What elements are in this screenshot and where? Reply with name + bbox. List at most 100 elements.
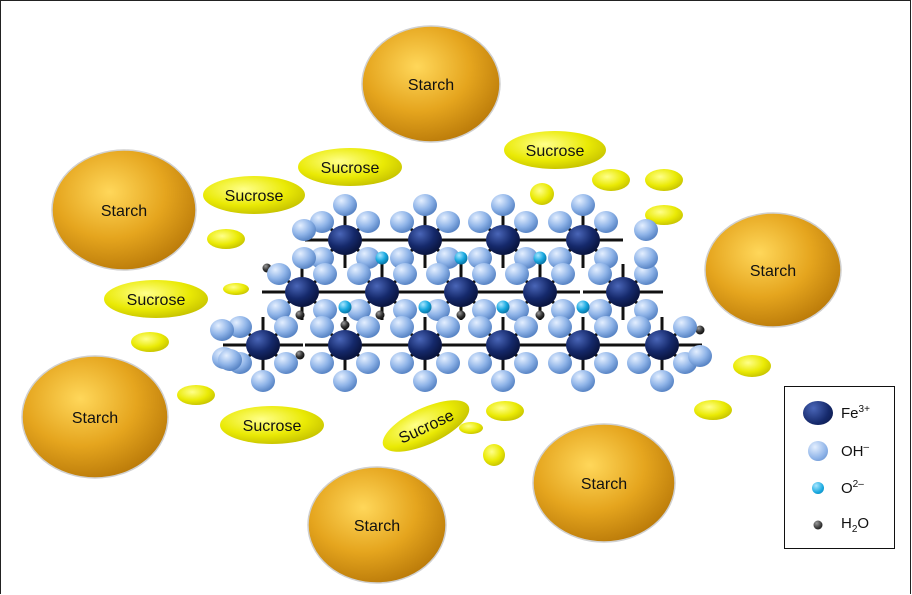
starch-granule: Starch <box>704 212 842 328</box>
hydroxide-ion <box>292 219 316 241</box>
starch-granule: Starch <box>21 355 169 479</box>
oxide-ion <box>496 300 510 314</box>
sugar-particle <box>486 401 524 421</box>
sugar-particle <box>177 385 215 405</box>
sucrose-molecule: Sucrose <box>220 406 324 444</box>
hydroxide-ion <box>571 370 595 392</box>
legend-label-h2o: H2O <box>841 515 870 535</box>
hydroxide-ion <box>472 263 496 285</box>
iron-ion <box>566 225 600 255</box>
hydroxide-ion <box>548 352 572 374</box>
starch-granules: Starch Starch Starch Starch Starch Starc… <box>21 25 842 584</box>
iron-ion <box>523 277 557 307</box>
oxide-ion <box>418 300 432 314</box>
hydroxide-icon <box>808 441 828 461</box>
hydroxide-ion <box>634 263 658 285</box>
hydroxide-ion <box>426 263 450 285</box>
hydroxide-ion <box>594 316 618 338</box>
iron-ion <box>486 225 520 255</box>
legend-label-oh: OH– <box>841 442 870 460</box>
iron-ion <box>645 330 679 360</box>
hydroxide-ion <box>436 247 460 269</box>
sucrose-molecule: Sucrose <box>203 176 305 214</box>
water-molecule <box>295 310 305 320</box>
starch-label: Starch <box>72 410 118 427</box>
water-molecule <box>695 325 705 335</box>
legend-label-fe: Fe3+ <box>841 404 870 422</box>
hydroxide-ion <box>627 352 651 374</box>
hydroxide-ion <box>688 345 712 367</box>
hydroxide-ion <box>514 352 538 374</box>
starch-label: Starch <box>408 77 454 94</box>
sugar-particle <box>483 444 505 466</box>
sucrose-label: Sucrose <box>225 188 284 205</box>
hydroxide-ion <box>390 211 414 233</box>
starch-granule: Starch <box>361 25 501 143</box>
starch-label: Starch <box>354 518 400 535</box>
sucrose-label: Sucrose <box>243 418 302 435</box>
hydroxide-ion <box>551 299 575 321</box>
legend-label-o: O2– <box>841 479 864 497</box>
hydroxide-ion <box>313 299 337 321</box>
hydroxide-ion <box>472 299 496 321</box>
hydroxide-ion <box>594 352 618 374</box>
iron-ion <box>408 330 442 360</box>
sugar-particle <box>131 332 169 352</box>
water-molecule <box>295 350 305 360</box>
iron-ion <box>285 277 319 307</box>
hydroxide-ion <box>634 299 658 321</box>
hydroxide-ion <box>313 263 337 285</box>
hydroxide-ion <box>251 370 275 392</box>
sugar-particle <box>592 169 630 191</box>
hydroxide-ion <box>310 211 334 233</box>
iron-ion <box>486 330 520 360</box>
iron-ion <box>408 225 442 255</box>
hydroxide-ion <box>634 219 658 241</box>
hydroxide-ion <box>436 316 460 338</box>
hydroxide-ion <box>514 211 538 233</box>
starch-label: Starch <box>750 263 796 280</box>
sugar-particle <box>459 422 483 434</box>
oxide-ion <box>576 300 590 314</box>
hydroxide-ion <box>347 263 371 285</box>
hydroxide-ion <box>468 211 492 233</box>
hydroxide-ion <box>218 349 242 371</box>
legend-item-h2o: H2O <box>785 507 896 543</box>
iron-ion <box>444 277 478 307</box>
sucrose-molecule: Sucrose <box>298 148 402 186</box>
hydroxide-ion <box>310 316 334 338</box>
hydroxide-ion <box>627 316 651 338</box>
hydroxide-ion <box>436 352 460 374</box>
starch-label: Starch <box>581 476 627 493</box>
hydroxide-ion <box>551 263 575 285</box>
oxide-icon <box>812 482 824 494</box>
hydroxide-ion <box>347 299 371 321</box>
small-sugar-particles <box>131 169 771 466</box>
water-molecule <box>340 320 350 330</box>
hydroxide-ion <box>491 370 515 392</box>
sugar-particle <box>733 355 771 377</box>
hydroxide-ion <box>548 211 572 233</box>
iron-ion <box>365 277 399 307</box>
hydroxide-ion <box>390 316 414 338</box>
hydroxide-ion <box>333 370 357 392</box>
hydroxide-ion <box>548 316 572 338</box>
legend: Fe3+ OH– O2– H2O <box>784 386 895 549</box>
water-molecule <box>456 310 466 320</box>
hydroxide-ion <box>210 319 234 341</box>
legend-item-o: O2– <box>785 470 896 506</box>
oxide-ion <box>375 251 389 265</box>
hydroxide-ion <box>274 316 298 338</box>
hydroxide-ion <box>267 299 291 321</box>
hydroxide-ion <box>514 316 538 338</box>
iron-ion <box>246 330 280 360</box>
hydroxide-ion <box>436 211 460 233</box>
hydroxide-ion <box>594 211 618 233</box>
hydroxide-ion <box>228 316 252 338</box>
hydroxide-ion <box>356 316 380 338</box>
hydroxide-ion <box>292 247 316 269</box>
hydroxide-ion <box>333 194 357 216</box>
hydroxide-ion <box>413 194 437 216</box>
